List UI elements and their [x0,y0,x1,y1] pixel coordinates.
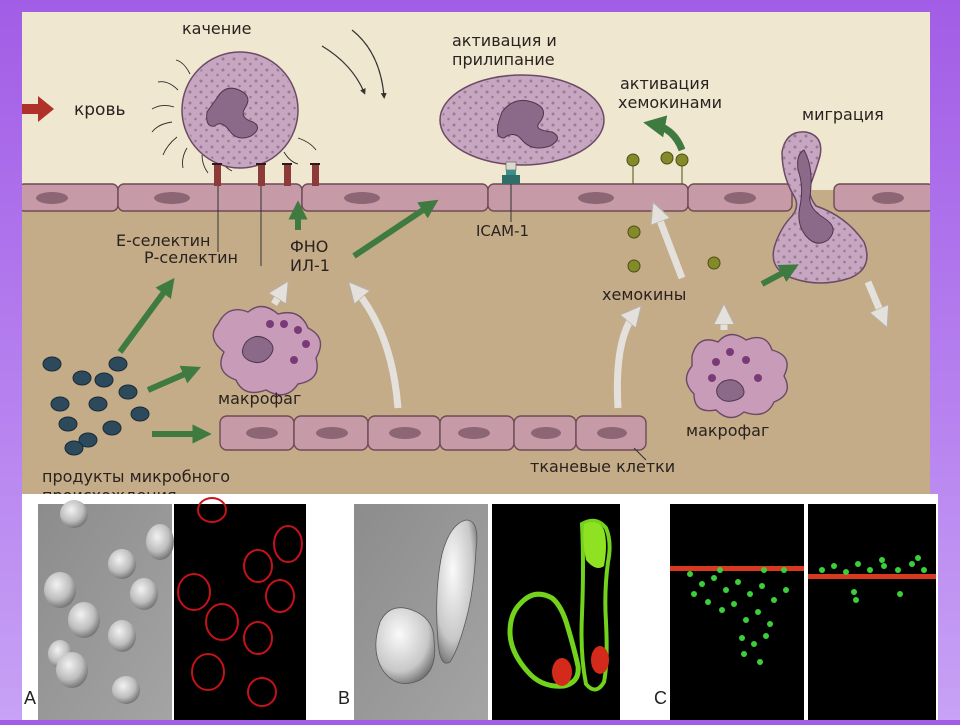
label-p-selectin: Р-селектин [144,248,238,267]
micrograph-a-dic [38,500,174,720]
panel-letter-a: A [24,688,37,708]
chemokine-activation-arrow [643,115,686,152]
arrow-chemokines-up [656,210,686,280]
label-microbial-products-1: продукты микробного [42,467,230,486]
label-tissue-cells: тканевые клетки [530,457,675,476]
selectin-receptors [212,163,320,266]
free-chemokines [627,225,721,273]
label-chemokine-activation-2: хемокинами [618,93,722,112]
blood-flow-arrow [22,96,54,122]
micrographs-panel: A B C [22,494,938,720]
label-blood: кровь [74,100,126,120]
migrating-leukocyte [772,131,868,284]
micrograph-c-section-2 [808,504,936,720]
label-macrophage-left: макрофаг [218,389,301,408]
label-il1: ИЛ-1 [290,256,330,275]
label-chemokine-activation-1: активация [620,74,709,93]
arrow-cytokine-to-adhesion [352,199,439,259]
macrophage-right [685,333,788,419]
macrophage-left [212,305,322,396]
arrow-tissue-to-cytokines [354,288,402,409]
micrograph-b-fluorescence [492,504,620,720]
arrow-microbes-to-macrophage [146,365,202,393]
rolling-leukocyte [151,51,317,174]
label-tnf: ФНО [290,237,328,256]
label-icam: ICAM-1 [476,222,529,240]
label-rolling: качение [182,19,251,38]
endothelium [22,183,930,212]
tissue-cells-pointer [633,447,647,461]
migration-out-arrow [864,280,884,320]
migration-in-arrow [760,264,799,287]
micrograph-c-section-1 [670,504,804,720]
panel-letter-c: C [654,688,667,708]
micrograph-b-dic [354,504,488,720]
label-chemokines: хемокины [602,285,686,304]
tissue-cells [219,415,647,451]
label-activation-adhesion-2: прилипание [452,50,555,69]
adherent-leukocyte [439,74,605,184]
label-migration: миграция [802,105,884,124]
leukocyte-migration-diagram: кровь качение [22,12,930,494]
rolling-curve-arrow-2 [351,29,387,99]
label-e-selectin: Е-селектин [116,231,210,250]
microbial-products [42,356,150,456]
arrow-tissue-to-chemokines [613,312,636,409]
arrow-microbes-to-endothelium [117,277,175,354]
rolling-curve-arrow-1 [321,45,366,95]
label-microbial-products-2: происхождения [42,486,177,494]
arrow-macrophage-to-cytokines [274,288,284,306]
chemokines-on-endothelium [626,151,689,184]
label-activation-adhesion-1: активация и [452,31,557,50]
label-macrophage-right: макрофаг [686,421,769,440]
micrograph-a-fluorescence [174,497,306,720]
panel-letter-b: B [338,688,351,708]
